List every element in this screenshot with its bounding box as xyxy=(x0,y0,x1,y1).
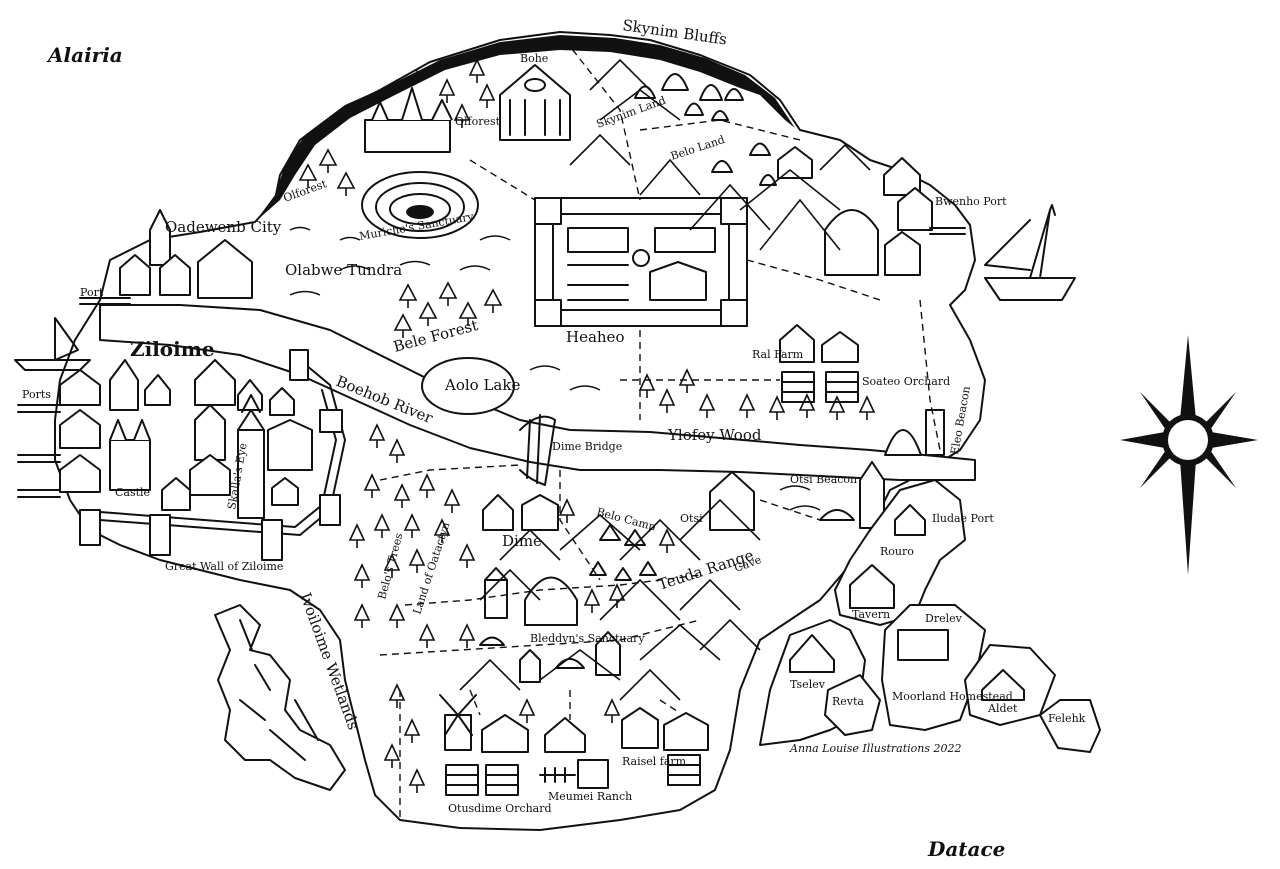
label-felehk: Felehk xyxy=(1048,712,1086,725)
eleo-beacon-buildings xyxy=(884,409,945,456)
ivoiloime-wetlands xyxy=(214,604,346,791)
skynim-land-domes xyxy=(634,73,777,186)
olfoa-castle xyxy=(364,87,453,153)
map-title: Alairia xyxy=(46,43,123,67)
label-oadewenb-city: Oadewenb City xyxy=(165,218,282,236)
wetland-channels xyxy=(239,619,319,761)
label-olabwe-tundra: Olabwe Tundra xyxy=(285,261,402,279)
island-buildings xyxy=(789,629,1025,701)
aolo-lake xyxy=(421,357,515,415)
label-otsi: Otsi xyxy=(680,512,703,525)
tundra-grass xyxy=(289,226,821,511)
heaheo-fortress xyxy=(534,197,748,327)
label-tselev: Tselev xyxy=(790,678,826,691)
label-port-west: Port xyxy=(80,286,104,299)
label-rouro: Rouro xyxy=(880,545,914,558)
label-meumei-ranch: Meumei Ranch xyxy=(548,790,632,803)
felehk-island xyxy=(1039,699,1101,753)
label-otusdime-orchard: Otusdime Orchard xyxy=(448,802,552,815)
bohe-temple xyxy=(499,64,571,141)
skallas-eye-tower xyxy=(237,394,265,519)
label-aldet: Aldet xyxy=(987,702,1018,715)
dime-bridge xyxy=(519,414,556,486)
label-dime-bridge: Dime Bridge xyxy=(552,440,622,453)
label-bohe: Bohe xyxy=(520,52,548,65)
label-ylofey-wood: Ylofey Wood xyxy=(667,426,762,444)
mountains xyxy=(459,58,871,701)
southern-farms xyxy=(439,694,709,796)
ral-farm-soateo-orchard xyxy=(779,324,859,403)
label-aolo-lake: Aolo Lake xyxy=(444,376,520,394)
label-great-wall: Great Wall of Ziloime xyxy=(165,560,283,573)
bwenho-port-buildings xyxy=(777,146,966,276)
label-soateo-orchard: Soateo Orchard xyxy=(862,375,950,388)
label-ports: Ports xyxy=(22,388,51,401)
compass-rose-icon xyxy=(1120,335,1258,575)
label-heaheo: Heaheo xyxy=(566,328,624,346)
label-olforest-n: Olforest xyxy=(455,115,501,128)
rouro-buildings xyxy=(849,504,926,609)
label-otsi-beacon: Otsi Beacon xyxy=(790,473,857,486)
west-sailing-ship xyxy=(14,317,91,371)
label-castle: Castle xyxy=(115,486,150,499)
label-dime: Dime xyxy=(502,532,542,550)
label-moorland-homestead: Moorland Homestead xyxy=(892,690,1013,703)
muriche-sanctuary-crater xyxy=(361,171,479,239)
label-ral-farm: Ral Farm xyxy=(752,348,804,361)
forest-trees xyxy=(298,58,876,793)
oadewenb-city-buildings xyxy=(79,209,253,305)
otsi-and-dime-buildings xyxy=(482,461,885,531)
label-tavern: Tavern xyxy=(852,608,890,621)
label-iludae-port: Iludae Port xyxy=(932,512,994,525)
ziloime-walls xyxy=(79,349,346,561)
label-bleddyns: Bleddyn's Sanctuary xyxy=(530,632,645,645)
roads xyxy=(379,39,941,820)
revta-island xyxy=(824,674,881,736)
label-drelev: Drelev xyxy=(925,612,963,625)
continent-label: Datace xyxy=(927,837,1005,861)
label-revta: Revta xyxy=(832,695,864,708)
signature: Anna Louise Illustrations 2022 xyxy=(789,742,961,755)
label-ziloime: Ziloime xyxy=(130,337,215,361)
ziloime-docks xyxy=(17,404,61,498)
label-bwenho-port: Bwenho Port xyxy=(935,195,1007,208)
ziloime-city-houses xyxy=(59,359,313,511)
east-sailing-ship xyxy=(984,204,1076,301)
label-raisel-farm: Raisel farm xyxy=(622,755,687,768)
